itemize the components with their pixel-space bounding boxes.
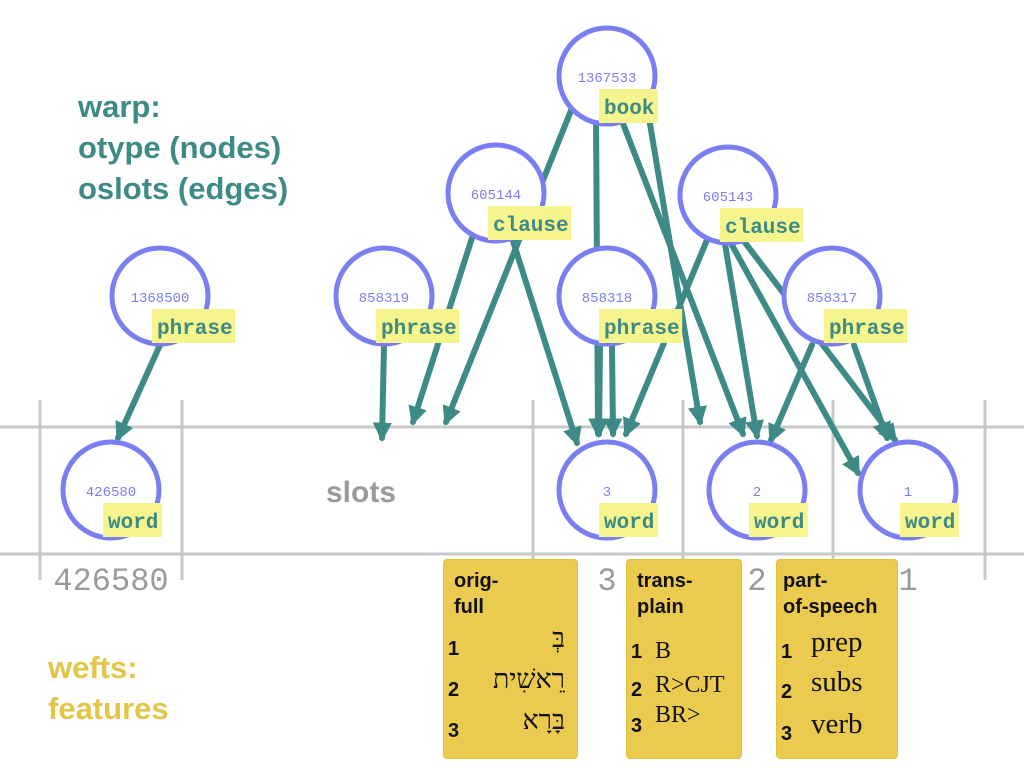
oslots-edge bbox=[614, 105, 747, 438]
clause-node: 605144 clause bbox=[445, 142, 572, 244]
node-type-label: book bbox=[604, 98, 654, 121]
node-type-label: phrase bbox=[157, 318, 233, 341]
phrase-node: 858317 phrase bbox=[781, 245, 908, 347]
node-number: 858317 bbox=[807, 291, 857, 307]
feature-name: trans-plain bbox=[637, 570, 693, 618]
node-number: 1367533 bbox=[578, 71, 637, 87]
node-type-badge bbox=[599, 309, 683, 343]
feature-name: part-of-speech bbox=[783, 570, 878, 618]
oslots-edge bbox=[589, 342, 609, 438]
node-type-badge bbox=[599, 503, 658, 537]
slot-number: 2 bbox=[747, 563, 766, 600]
oslots-edge bbox=[768, 342, 815, 444]
node-type-label: phrase bbox=[604, 318, 680, 341]
node-number: 858319 bbox=[359, 291, 409, 307]
node-type-label: word bbox=[604, 512, 654, 535]
slot-numbers: slots 426580 3 2 1 bbox=[53, 476, 917, 600]
word-node: 1 word bbox=[857, 439, 959, 541]
word-node: 2 word bbox=[706, 439, 808, 541]
node-number: 605143 bbox=[703, 190, 753, 206]
node-number: 2 bbox=[753, 485, 761, 501]
node-type-label: clause bbox=[725, 217, 801, 240]
warp-otype: otype (nodes) bbox=[78, 130, 282, 165]
oslots-edge bbox=[645, 109, 707, 426]
node-type-label: clause bbox=[493, 215, 569, 238]
slots-label: slots bbox=[326, 476, 396, 509]
oslots-edge bbox=[851, 342, 891, 442]
feature-name: orig-full bbox=[454, 570, 499, 618]
clause-node: 605143 clause bbox=[677, 144, 804, 246]
node-type-badge bbox=[720, 208, 804, 242]
warp-title: warp: bbox=[78, 89, 161, 124]
node-type-label: phrase bbox=[381, 318, 457, 341]
node-number: 858318 bbox=[582, 291, 632, 307]
node-number: 1368500 bbox=[131, 291, 190, 307]
oslots-edge bbox=[372, 342, 392, 442]
node-type-label: word bbox=[905, 512, 955, 535]
node-type-badge bbox=[599, 89, 658, 123]
oslots-edge bbox=[442, 105, 575, 426]
node-type-badge bbox=[824, 309, 908, 343]
slot-number: 426580 bbox=[53, 563, 168, 600]
node-type-label: word bbox=[108, 512, 158, 535]
book-node: 1367533 book bbox=[556, 25, 658, 127]
phrase-node: 1368500 phrase bbox=[109, 245, 236, 347]
otype-nodes: 1367533 book 605144 clause 605143 clause 13685… bbox=[60, 25, 959, 541]
node-type-badge bbox=[376, 309, 460, 343]
word-node: 426580 word bbox=[60, 439, 162, 541]
slot-number: 1 bbox=[898, 563, 917, 600]
word-node: 3 word bbox=[556, 439, 658, 541]
oslots-edge bbox=[725, 235, 861, 477]
node-type-badge bbox=[103, 503, 162, 537]
wefts-legend: wefts: features bbox=[48, 647, 169, 729]
node-type-label: phrase bbox=[829, 318, 905, 341]
warp-legend: warp: otype (nodes) oslots (edges) bbox=[78, 86, 288, 209]
node-type-badge bbox=[900, 503, 959, 537]
node-type-badge bbox=[749, 503, 808, 537]
node-number: 605144 bbox=[471, 188, 521, 204]
node-type-badge bbox=[152, 309, 236, 343]
oslots-edge bbox=[509, 235, 582, 447]
oslots-edge bbox=[721, 235, 764, 440]
phrase-node: 858318 phrase bbox=[556, 245, 683, 347]
wefts-features: features bbox=[48, 691, 169, 726]
oslots-edge bbox=[603, 342, 623, 438]
node-number: 426580 bbox=[86, 485, 136, 501]
phrase-node: 858319 phrase bbox=[333, 245, 460, 347]
oslots-edge bbox=[115, 342, 163, 442]
slot-grid bbox=[0, 400, 1024, 580]
node-type-badge bbox=[488, 206, 572, 240]
node-number: 3 bbox=[603, 485, 611, 501]
slot-number: 3 bbox=[597, 563, 616, 600]
wefts-title: wefts: bbox=[48, 650, 138, 685]
node-type-label: word bbox=[754, 512, 804, 535]
node-number: 1 bbox=[904, 485, 912, 501]
warp-oslots: oslots (edges) bbox=[78, 171, 289, 206]
